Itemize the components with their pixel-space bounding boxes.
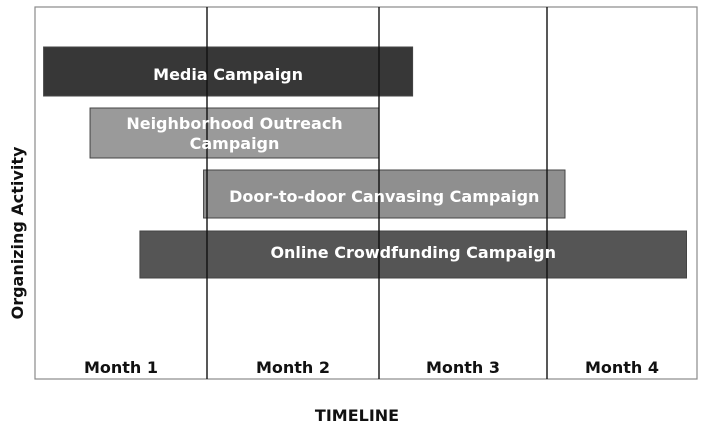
month-label: Month 3 xyxy=(426,358,500,377)
month-labels-layer: Month 1 Month 2 Month 3 Month 4 xyxy=(84,358,659,377)
task-label: Media Campaign xyxy=(153,65,303,84)
month-label: Month 1 xyxy=(84,358,158,377)
x-axis-title: TIMELINE xyxy=(315,406,399,425)
task-bar xyxy=(89,107,380,159)
grid-layer xyxy=(34,6,698,380)
task-label: Neighborhood Outreach xyxy=(126,114,342,133)
month-label: Month 4 xyxy=(585,358,659,377)
task-bar xyxy=(43,46,414,97)
task-label: Door-to-door Canvasing Campaign xyxy=(229,187,539,206)
plot-frame xyxy=(34,6,698,380)
bars-layer xyxy=(43,46,688,279)
month-label: Month 2 xyxy=(256,358,330,377)
task-label: Campaign xyxy=(190,134,280,153)
task-bar xyxy=(203,169,566,219)
y-axis-title: Organizing Activity xyxy=(8,146,27,319)
task-bar xyxy=(139,230,688,279)
task-label: Online Crowdfunding Campaign xyxy=(270,243,556,262)
